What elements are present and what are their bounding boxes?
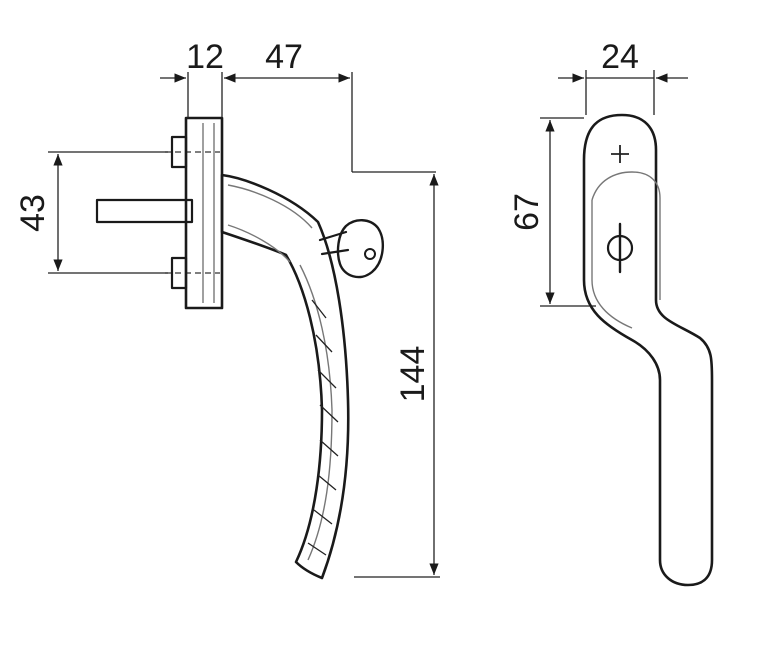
dim-rose-length: 67	[508, 117, 596, 307]
lock-cylinder-icon	[606, 222, 634, 274]
dim-label-47: 47	[265, 38, 303, 76]
front-view: 24 67	[508, 38, 714, 587]
dim-handle-projection: 47	[224, 38, 436, 173]
spindle	[95, 198, 194, 224]
key-icon	[318, 219, 384, 279]
handle-body	[220, 173, 350, 580]
screw-head-icon	[611, 145, 629, 163]
dim-label-24: 24	[601, 38, 639, 76]
dim-label-12: 12	[186, 38, 224, 76]
dim-rose-thickness: 12	[160, 38, 224, 118]
dim-spindle-spacing: 43	[14, 151, 168, 274]
dim-handle-width: 24	[558, 38, 688, 115]
dim-label-43: 43	[14, 194, 52, 232]
handle-front-outline	[582, 113, 714, 587]
dim-handle-length: 144	[354, 174, 440, 578]
dim-label-67: 67	[508, 193, 546, 231]
dim-label-144: 144	[394, 346, 432, 403]
side-view: 12 47 43 144	[14, 38, 440, 580]
